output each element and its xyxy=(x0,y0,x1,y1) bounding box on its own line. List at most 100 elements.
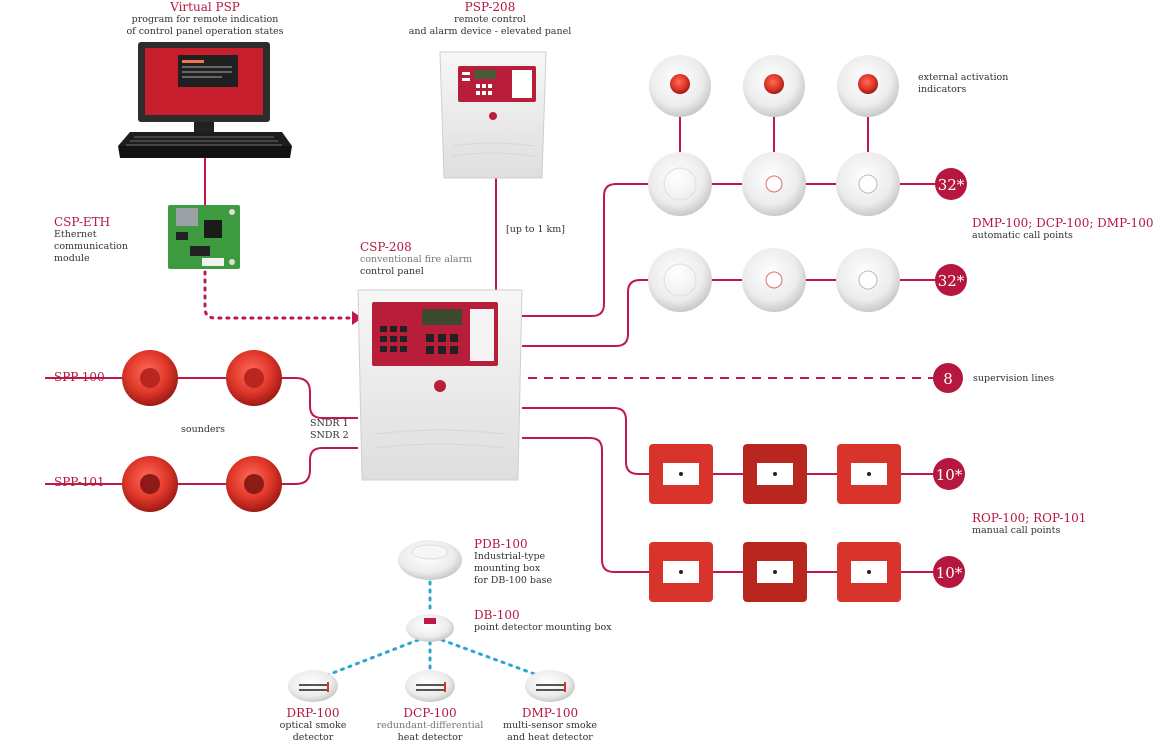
psp208-label: PSP-208 remote control and alarm device … xyxy=(395,0,585,38)
pdb100-illustration xyxy=(398,540,462,580)
drp100-title: DRP-100 xyxy=(286,706,340,720)
dcp100-title: DCP-100 xyxy=(403,706,457,720)
detector-2-1 xyxy=(648,248,712,312)
dmp-desc: automatic call points xyxy=(972,230,1073,241)
sndr-label: SNDR 1 SNDR 2 xyxy=(310,418,370,442)
indicator-3 xyxy=(837,55,899,117)
psp208-desc-1: remote control xyxy=(454,14,526,25)
db100-illustration xyxy=(406,614,454,642)
rop-line-1 xyxy=(649,444,901,504)
detector-1-1 xyxy=(648,152,712,216)
rop-1-1 xyxy=(649,444,713,504)
detector-2-2 xyxy=(742,248,806,312)
csp208-panel-illustration xyxy=(357,289,523,481)
pdb100-desc-1: Industrial-type xyxy=(474,551,546,562)
badge-rop-line-2-text: 10* xyxy=(936,564,963,582)
drp100-illustration xyxy=(288,670,338,702)
activation-indicators-label: external activation indicators xyxy=(918,72,1058,96)
dmp100-label: DMP-100 multi-sensor smoke and heat dete… xyxy=(495,706,605,744)
csp-eth-desc-1: Ethernet xyxy=(54,229,97,240)
sounder-spp101-1 xyxy=(122,456,178,512)
csp-eth-label: CSP-ETH Ethernet communication module xyxy=(54,215,164,265)
badge-rop-line-2: 10* xyxy=(933,556,965,588)
virtual-psp-title: Virtual PSP xyxy=(170,0,240,14)
supervision-lines-label: supervision lines xyxy=(973,373,1055,384)
dmp100-desc-2: and heat detector xyxy=(507,732,593,743)
badge-rop-line-1: 10* xyxy=(933,458,965,490)
rop-2-3 xyxy=(837,542,901,602)
csp-eth-module-illustration xyxy=(168,205,240,269)
computer-illustration xyxy=(118,42,292,158)
link-distance-label: [up to 1 km] xyxy=(506,224,566,235)
virtual-psp-desc-1: program for remote indication xyxy=(131,14,279,25)
pdb100-desc-2: mounting box xyxy=(474,563,541,574)
dmp-label: DMP-100; DCP-100; DMP-100 automatic call… xyxy=(972,216,1162,242)
dmp100-title: DMP-100 xyxy=(521,706,579,720)
sounders-label: sounders xyxy=(181,424,225,435)
psp208-desc-2: and alarm device - elevated panel xyxy=(408,26,572,37)
pdb100-title: PDB-100 xyxy=(474,537,528,551)
sounders-illustration xyxy=(122,350,282,512)
pdb100-label: PDB-100 Industrial-type mounting box for… xyxy=(474,537,584,587)
activation-desc-1: external activation xyxy=(918,72,1009,83)
dmp-title: DMP-100; DCP-100; DMP-100 xyxy=(972,216,1154,230)
dmp100-desc-1: multi-sensor smoke xyxy=(503,720,597,731)
sndr2-label: SNDR 2 xyxy=(310,430,349,441)
detector-2-3 xyxy=(836,248,900,312)
badge-dmp-line-1: 32* xyxy=(935,168,967,200)
rop-desc: manual call points xyxy=(972,525,1061,536)
badge-rop-line-1-text: 10* xyxy=(936,466,963,484)
dmp100-illustration xyxy=(525,670,575,702)
db100-title: DB-100 xyxy=(474,608,520,622)
detector-1-3 xyxy=(836,152,900,216)
indicator-1 xyxy=(649,55,711,117)
spp101-label: SPP-101 xyxy=(54,475,105,489)
drp100-desc-1: optical smoke xyxy=(279,720,347,731)
badge-supervision-text: 8 xyxy=(943,370,953,388)
activation-indicators xyxy=(649,55,899,117)
badge-dmp-line-2: 32* xyxy=(935,264,967,296)
base-dotted-links xyxy=(323,580,542,678)
sounder-spp101-2 xyxy=(226,456,282,512)
sounder-spp100-1 xyxy=(122,350,178,406)
drp100-desc-2: detector xyxy=(292,732,334,743)
rop-1-3 xyxy=(837,444,901,504)
rop-1-2 xyxy=(743,444,807,504)
virtual-psp-label: Virtual PSP program for remote indicatio… xyxy=(110,0,300,38)
virtual-psp-desc-2: of control panel operation states xyxy=(126,26,284,37)
drp100-label: DRP-100 optical smoke detector xyxy=(263,706,363,744)
dcp100-illustration xyxy=(405,670,455,702)
csp208-title: CSP-208 xyxy=(360,240,412,254)
detectors-line-1 xyxy=(648,152,900,216)
sndr1-label: SNDR 1 xyxy=(310,418,349,429)
rop-title: ROP-100; ROP-101 xyxy=(972,511,1087,525)
rop-line-2 xyxy=(649,542,901,602)
db100-desc: point detector mounting box xyxy=(474,622,612,633)
dcp100-desc-2: heat detector xyxy=(397,732,463,743)
dashed-tails xyxy=(528,183,935,573)
dcp100-label: DCP-100 redundant-differential heat dete… xyxy=(370,706,490,744)
detector-1-2 xyxy=(742,152,806,216)
badge-dmp-line-2-text: 32* xyxy=(938,272,965,290)
eth-dotted-link xyxy=(203,270,362,325)
csp-eth-desc-2: communication xyxy=(54,241,129,252)
wiring xyxy=(45,116,935,573)
indicator-2 xyxy=(743,55,805,117)
pdb100-desc-3: for DB-100 base xyxy=(474,575,553,586)
csp-eth-title: CSP-ETH xyxy=(54,215,111,229)
db100-label: DB-100 point detector mounting box xyxy=(474,608,634,634)
rop-2-2 xyxy=(743,542,807,602)
rop-label: ROP-100; ROP-101 manual call points xyxy=(972,511,1142,537)
spp100-label: SPP-100 xyxy=(54,370,105,384)
psp208-title: PSP-208 xyxy=(464,0,516,14)
psp208-panel-illustration xyxy=(439,51,547,179)
sounder-spp100-2 xyxy=(226,350,282,406)
csp208-label: CSP-208 conventional fire alarm control … xyxy=(360,240,510,278)
csp208-desc-1: conventional fire alarm xyxy=(360,254,473,265)
csp208-desc-2: control panel xyxy=(360,266,424,277)
rop-2-1 xyxy=(649,542,713,602)
badge-dmp-line-1-text: 32* xyxy=(938,176,965,194)
activation-desc-2: indicators xyxy=(918,84,967,95)
dcp100-desc-1: redundant-differential xyxy=(376,720,484,731)
